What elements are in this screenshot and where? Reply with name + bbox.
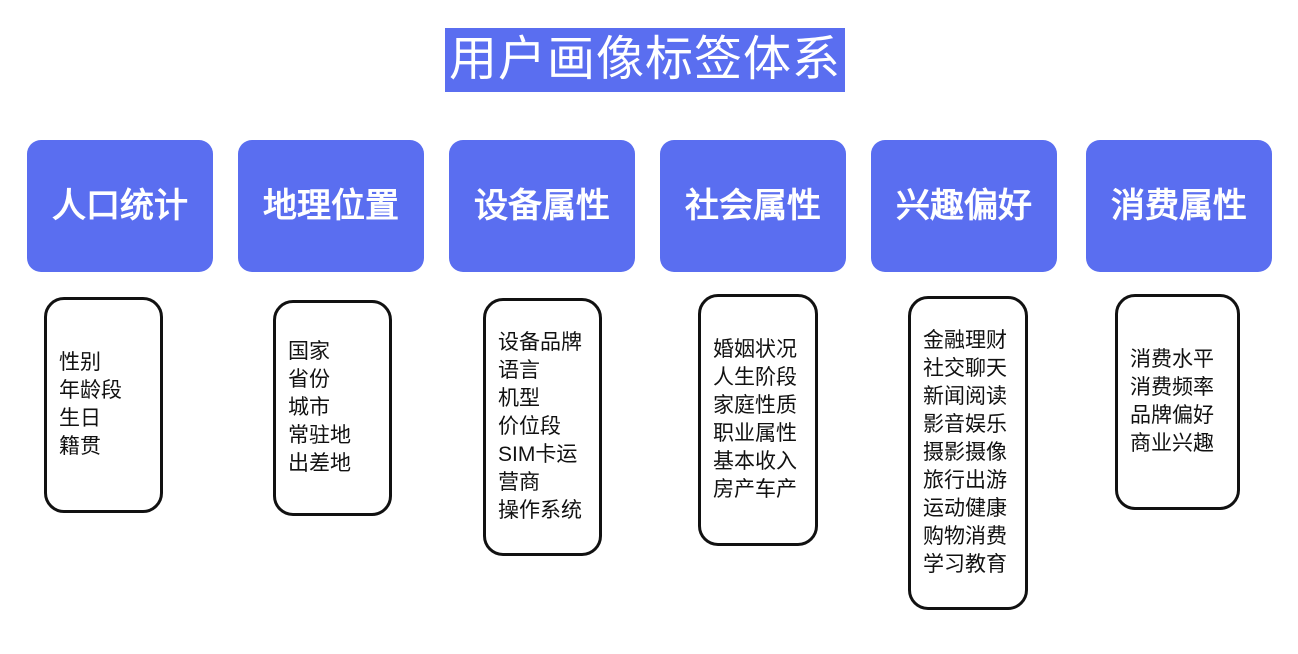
tag-item: 金融理财 xyxy=(923,329,1007,353)
tag-item: 籍贯 xyxy=(59,434,101,458)
category-header-consumption[interactable]: 消费属性 xyxy=(1086,140,1272,272)
category-header-device[interactable]: 设备属性 xyxy=(449,140,635,272)
category-header-social[interactable]: 社会属性 xyxy=(660,140,846,272)
tag-item: 婚姻状况 xyxy=(713,338,797,362)
tag-item: 基本收入 xyxy=(713,449,797,473)
tag-item: 运动健康 xyxy=(923,496,1007,520)
tag-item: 职业属性 xyxy=(713,422,797,445)
tag-list-consumption: 消费水平消费频率品牌偏好商业兴趣 xyxy=(1115,294,1240,510)
tag-item: 人生阶段 xyxy=(713,366,797,390)
category-header-label: 地理位置 xyxy=(263,187,399,225)
tag-item: 价位段 xyxy=(498,415,561,439)
tag-item: 消费频率 xyxy=(1130,376,1214,400)
category-header-label: 社会属性 xyxy=(685,187,821,225)
tag-item: 省份 xyxy=(288,368,330,392)
tag-item: 家庭性质 xyxy=(713,394,797,418)
tag-item: 性别 xyxy=(59,351,101,375)
tag-list-interests: 金融理财社交聊天新闻阅读影音娱乐摄影摄像旅行出游运动健康购物消费学习教育 xyxy=(908,296,1028,610)
tag-item: 消费水平 xyxy=(1130,348,1214,372)
tag-item: 城市 xyxy=(288,396,330,420)
tag-item: 操作系统 xyxy=(498,498,582,522)
tag-item: 新闻阅读 xyxy=(923,385,1007,409)
page-title: 用户画像标签体系 xyxy=(448,33,841,86)
tag-item: 影音娱乐 xyxy=(923,413,1007,437)
tag-item: 机型 xyxy=(498,387,540,411)
tag-item: 生日 xyxy=(59,407,101,430)
tag-item: 购物消费 xyxy=(923,524,1007,548)
tag-item: 国家 xyxy=(288,340,330,364)
tag-list-geography: 国家省份城市常驻地出差地 xyxy=(273,300,392,516)
category-header-label: 设备属性 xyxy=(474,187,610,225)
tag-item: 年龄段 xyxy=(59,379,122,403)
tag-list-social: 婚姻状况人生阶段家庭性质职业属性基本收入房产车产 xyxy=(698,294,818,546)
tag-item: 学习教育 xyxy=(923,552,1007,576)
tag-item: 社交聊天 xyxy=(923,357,1007,381)
category-header-interests[interactable]: 兴趣偏好 xyxy=(871,140,1057,272)
tag-item: 房产车产 xyxy=(713,477,797,501)
tag-list-device: 设备品牌语言机型价位段 SIM卡运营商操作系统 xyxy=(483,298,602,556)
diagram-title-banner: 用户画像标签体系 xyxy=(445,28,845,92)
tag-item: 摄影摄像 xyxy=(923,441,1007,465)
tag-item: 商业兴趣 xyxy=(1130,431,1214,455)
tag-item: 设备品牌 xyxy=(498,331,582,355)
category-header-label: 兴趣偏好 xyxy=(896,187,1032,225)
category-header-label: 消费属性 xyxy=(1111,187,1247,225)
tag-item: 品牌偏好 xyxy=(1130,404,1214,427)
category-header-demographics[interactable]: 人口统计 xyxy=(27,140,213,272)
category-header-label: 人口统计 xyxy=(52,187,188,225)
tag-item: 出差地 xyxy=(288,451,351,475)
tag-item: SIM卡运 xyxy=(498,442,578,466)
tag-list-demographics: 性别年龄段生日籍贯 xyxy=(44,297,163,513)
tag-item: 旅行出游 xyxy=(923,468,1007,492)
tag-item: 常驻地 xyxy=(288,423,351,447)
category-header-geography[interactable]: 地理位置 xyxy=(238,140,424,272)
tag-item: 语言 xyxy=(498,359,540,383)
tag-item: 营商 xyxy=(498,470,540,494)
